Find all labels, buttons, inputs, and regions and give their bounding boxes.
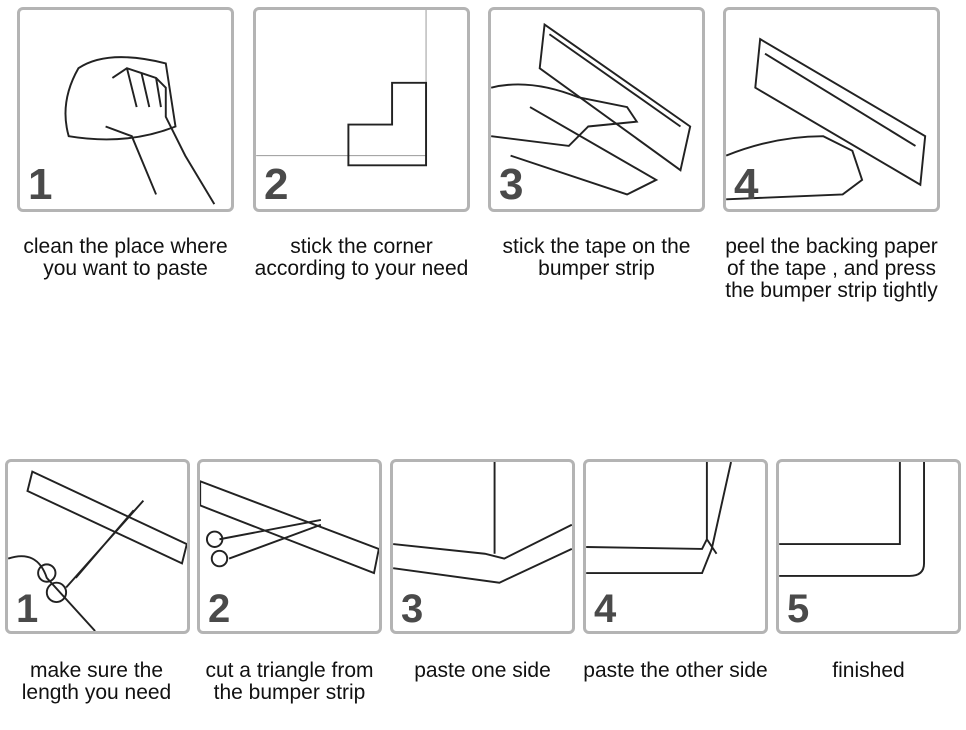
- step-panel-corner: 2: [253, 7, 470, 212]
- hand-cloth-illustration: [64, 56, 216, 205]
- corner-illustration: [256, 10, 428, 167]
- step-caption: peel the backing paper of the tape , and…: [725, 235, 938, 302]
- step-caption: paste one side: [414, 659, 551, 682]
- step-number: 2: [208, 587, 231, 631]
- step-panel-press: 4: [723, 7, 940, 212]
- step-number: 2: [264, 160, 289, 209]
- step-panel-clean: 1: [17, 7, 234, 212]
- step-caption: cut a triangle from the bumper strip: [205, 659, 374, 704]
- step-number: 1: [28, 160, 53, 209]
- step-caption: finished: [832, 659, 905, 682]
- step-number: 3: [499, 160, 524, 209]
- step-number: 4: [734, 160, 759, 209]
- press-strip-illustration: [726, 37, 927, 201]
- step-panel-measure: 1: [5, 459, 190, 634]
- step-caption: paste the other side: [583, 659, 768, 682]
- tape-strip-illustration: [491, 22, 692, 196]
- step-caption: clean the place where you want to paste: [23, 235, 228, 280]
- step-number: 3: [401, 587, 424, 631]
- step-number: 1: [16, 587, 39, 631]
- paste-one-side-illustration: [393, 462, 572, 584]
- finished-corner-illustration: [779, 462, 925, 577]
- step-panel-cut: 2: [197, 459, 382, 634]
- step-panel-finished: 5: [776, 459, 961, 634]
- scissors-cut-illustration: [200, 480, 379, 575]
- step-panel-tape: 3: [488, 7, 705, 212]
- step-number: 5: [787, 587, 810, 631]
- step-caption: make sure the length you need: [21, 659, 172, 704]
- paste-other-side-illustration: [586, 462, 732, 575]
- step-caption: stick the corner according to your need: [254, 235, 469, 280]
- step-caption: stick the tape on the bumper strip: [502, 235, 691, 280]
- step-panel-paste-one: 3: [390, 459, 575, 634]
- scissors-measure-illustration: [8, 470, 187, 631]
- step-number: 4: [594, 587, 617, 631]
- step-panel-paste-other: 4: [583, 459, 768, 634]
